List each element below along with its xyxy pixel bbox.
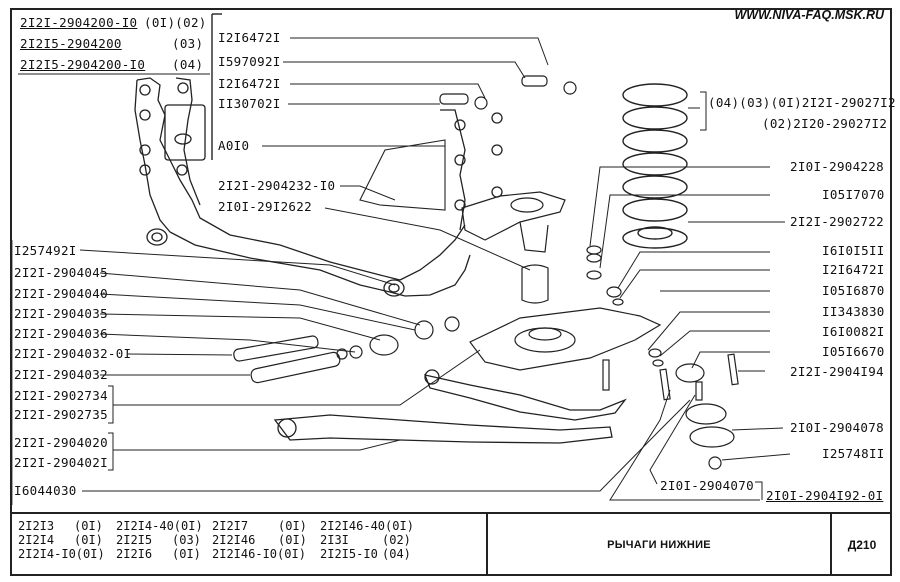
model-variant: (03) xyxy=(172,533,201,547)
callout-label: 2I2I-2904036 xyxy=(14,326,108,341)
coil-spring-drawing xyxy=(622,83,688,249)
callout-label: I05I7070 xyxy=(822,187,885,202)
model-applicability-table: 2I2I3 (0I) 2I2I4-40(0I) 2I2I7 (0I) 2I2I4… xyxy=(10,512,488,576)
crossmember-drawing xyxy=(134,77,503,297)
bolts-bushings-drawing xyxy=(233,316,460,384)
callout-label: 2I2I-2904232-I0 xyxy=(218,178,336,193)
model-variant: (0I) xyxy=(278,519,307,533)
model-code: 2I2I4-40(0I) xyxy=(116,519,203,533)
sheet-code: Д210 xyxy=(847,538,877,552)
assembly-number-2: 2I2I5-2904200 xyxy=(20,36,122,51)
callout-label: 2I2I-2902735 xyxy=(14,407,108,422)
model-code: 2I3I xyxy=(320,533,349,547)
callout-label: 2I2I-290402I xyxy=(14,455,108,470)
model-variant: (0I) xyxy=(172,547,201,561)
callout-label: 2I2I-2904040 xyxy=(14,286,108,301)
callout-label: II343830 xyxy=(822,304,885,319)
callout-label: I6044030 xyxy=(14,483,77,498)
model-code: 2I2I7 xyxy=(212,519,249,533)
callout-label: I05I6870 xyxy=(822,283,885,298)
title-block: РЫЧАГИ НИЖНИЕ xyxy=(488,512,830,576)
callout-label: I597092I xyxy=(218,54,281,69)
callout-label: I2I6472I xyxy=(218,76,281,91)
callout-label: 2I2I-2904I94 xyxy=(790,364,884,379)
sheet-title: РЫЧАГИ НИЖНИЕ xyxy=(607,539,711,551)
page-frame xyxy=(10,8,892,576)
model-code: 2I2I5 xyxy=(116,533,153,547)
bump-stop xyxy=(521,264,549,304)
assembly-suffix-2: (03) xyxy=(172,36,204,51)
callout-label: 2I2I-2904045 xyxy=(14,265,108,280)
washers-drawing xyxy=(586,245,664,367)
model-code: 2I2I3 xyxy=(18,519,55,533)
lower-arms-drawing xyxy=(273,369,627,444)
callout-label: I257492I xyxy=(14,243,77,258)
top-bolts-drawing xyxy=(439,75,577,110)
assembly-number-1: 2I2I-2904200-I0 xyxy=(20,15,138,30)
callout-label: I6I0I5II xyxy=(822,243,885,258)
callout-label: 2I2I-2902722 xyxy=(790,214,884,229)
spring-callout: (04)(03)(0I)2I2I-29027I2 xyxy=(708,95,896,110)
callout-label: I05I6670 xyxy=(822,344,885,359)
model-code: 2I2I4-I0(0I) xyxy=(18,547,105,561)
code-block: Д210 xyxy=(830,512,892,576)
model-code: 2I2I5-I0 xyxy=(320,547,378,561)
spring-callout-alt: (02)2I20-29027I2 xyxy=(762,116,888,131)
callout-label: 2I0I-29I2622 xyxy=(218,199,312,214)
bump-stop-bracket-drawing xyxy=(461,191,566,304)
model-variant: (0I) xyxy=(278,533,307,547)
assembly-suffix-1: (0I)(02) xyxy=(144,15,207,30)
callout-label: 2I0I-2904070 xyxy=(660,478,754,493)
model-variant: (0I) xyxy=(74,533,103,547)
spring-seat xyxy=(622,227,688,249)
model-code: 2I2I46 xyxy=(212,533,256,547)
callout-label: I2I6472I xyxy=(218,30,281,45)
callout-label: 2I0I-2904078 xyxy=(790,420,884,435)
callout-label: I6I0082I xyxy=(822,324,885,339)
ball-joint-drawing xyxy=(659,353,739,470)
callout-label: 2I0I-2904228 xyxy=(790,159,884,174)
arm-bracket-plate-drawing xyxy=(469,307,662,391)
model-code: 2I2I46-I0(0I) xyxy=(212,547,306,561)
callout-label: 2I2I-2904032-0I xyxy=(14,346,132,361)
model-code: 2I2I46-40(0I) xyxy=(320,519,414,533)
assembly-number-3: 2I2I5-2904200-I0 xyxy=(20,57,146,72)
assembly-suffix-3: (04) xyxy=(172,57,204,72)
callout-label: I2I6472I xyxy=(822,262,885,277)
callout-label: II30702I xyxy=(218,96,281,111)
callout-label: 2I2I-2904035 xyxy=(14,306,108,321)
model-code: 2I2I6 xyxy=(116,547,153,561)
model-variant: (02) xyxy=(382,533,411,547)
model-code: 2I2I4 xyxy=(18,533,55,547)
leader-lines xyxy=(79,37,791,501)
callout-label: I25748II xyxy=(822,446,885,461)
callout-label: 2I2I-2904020 xyxy=(14,435,108,450)
assembly-callout: 2I0I-2904I92-0I xyxy=(766,488,884,503)
model-variant: (04) xyxy=(382,547,411,561)
callout-label: 2I2I-2904032 xyxy=(14,367,108,382)
model-variant: (0I) xyxy=(74,519,103,533)
website-label: WWW.NIVA-FAQ.MSK.RU xyxy=(734,8,884,22)
callout-label: 2I2I-2902734 xyxy=(14,388,108,403)
callout-label: A0I0 xyxy=(218,138,250,153)
